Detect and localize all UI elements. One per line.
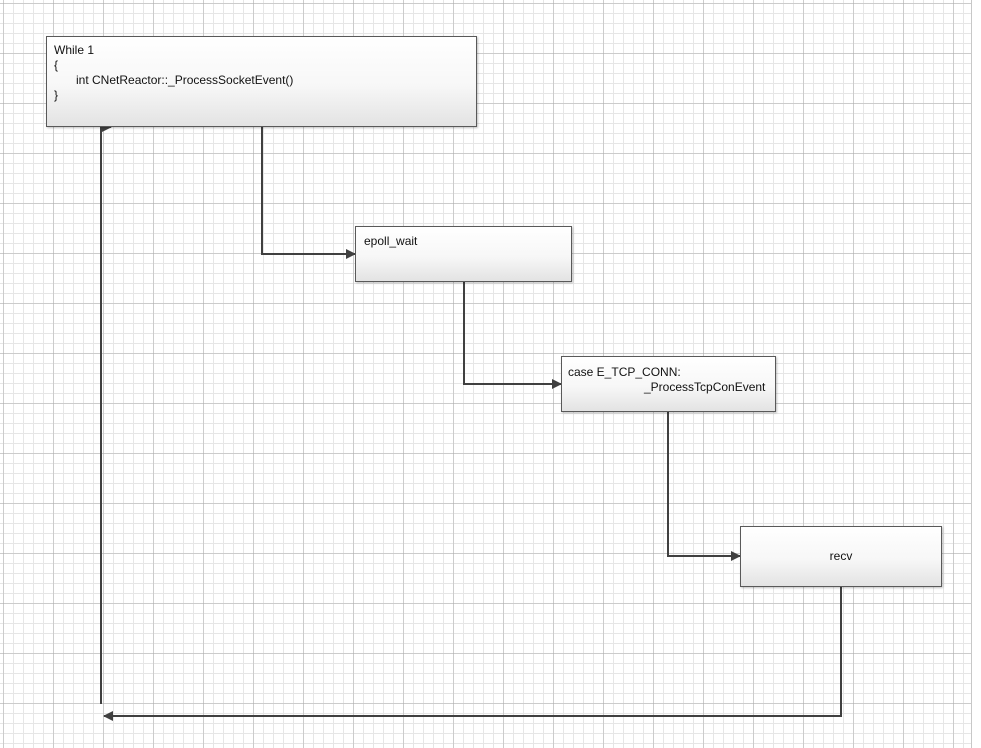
node-while-line-3: int CNetReactor::_ProcessSocketEvent(): [76, 73, 294, 87]
node-case-line-1: case E_TCP_CONN:: [568, 365, 681, 379]
edge-epoll-to-case: [463, 282, 562, 389]
node-while-line-2: {: [54, 58, 59, 72]
node-while-loop[interactable]: While 1 { int CNetReactor::_ProcessSocke…: [46, 36, 477, 127]
node-recv-label: recv: [829, 549, 853, 563]
edge-loop-back-to-while: [100, 122, 112, 704]
node-case-line-2: _ProcessTcpConEvent: [644, 380, 766, 394]
edge-recv-to-while-return: [103, 587, 842, 721]
node-epoll-label: epoll_wait: [364, 234, 418, 248]
edge-case-to-recv: [667, 412, 741, 561]
node-case-tcp-conn[interactable]: case E_TCP_CONN: _ProcessTcpConEvent: [561, 356, 776, 412]
edge-while-to-epoll: [261, 127, 356, 259]
page-edge: [971, 0, 981, 748]
node-while-line-4: }: [54, 88, 59, 102]
node-epoll-wait[interactable]: epoll_wait: [355, 226, 572, 282]
node-recv[interactable]: recv: [740, 526, 942, 587]
node-while-line-1: While 1: [54, 43, 95, 57]
